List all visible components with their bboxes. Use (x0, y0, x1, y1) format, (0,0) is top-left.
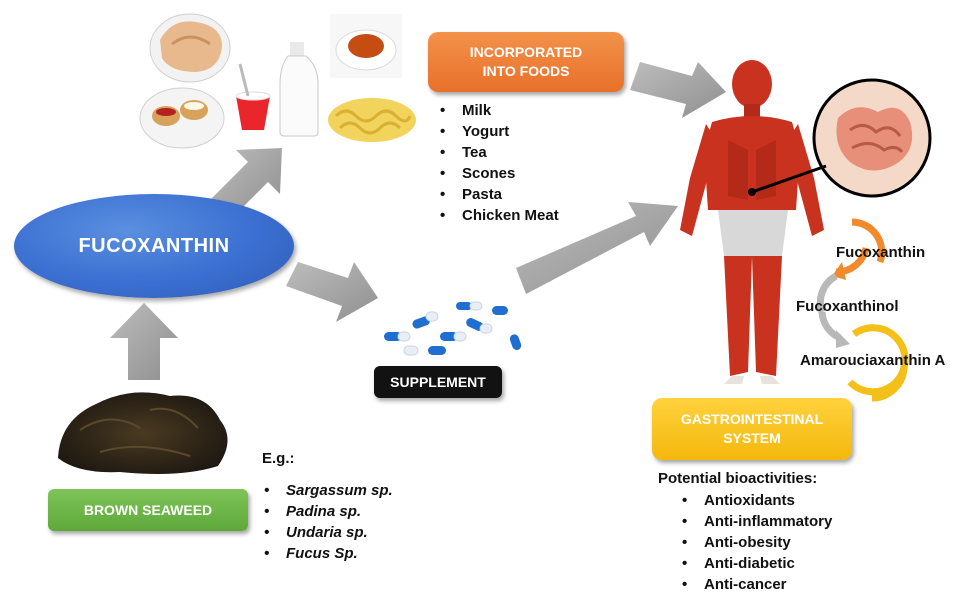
list-item: Fucus Sp. (260, 543, 393, 564)
bioactivities-list: Antioxidants Anti-inflammatory Anti-obes… (678, 490, 832, 595)
list-item: Undaria sp. (260, 522, 393, 543)
list-item: Padina sp. (260, 501, 393, 522)
supplement-label: SUPPLEMENT (390, 374, 486, 390)
metabolite-amarouciaxanthin-a: Amarouciaxanthin A (800, 352, 946, 369)
list-item: Sargassum sp. (260, 480, 393, 501)
human-body-illustration (680, 60, 824, 384)
foods-box-line2: INTO FOODS (482, 63, 570, 79)
foods-list: Milk Yogurt Tea Scones Pasta Chicken Mea… (436, 100, 559, 226)
tea-cup-illustration (330, 14, 402, 78)
fucoxanthin-label: FUCOXANTHIN (78, 234, 230, 257)
supplement-box: SUPPLEMENT (374, 366, 502, 398)
list-item: Anti-diabetic (678, 553, 832, 574)
fucoxanthin-node: FUCOXANTHIN (14, 194, 294, 298)
list-item: Milk (436, 100, 559, 121)
incorporated-into-foods-box: INCORPORATED INTO FOODS (428, 32, 624, 92)
bioactivities-heading: Potential bioactivities: (658, 470, 818, 487)
gi-box-line2: SYSTEM (723, 430, 781, 446)
intestines-inset (748, 78, 932, 198)
arrow-fucoxanthin-to-foods (210, 148, 282, 218)
list-item: Scones (436, 163, 559, 184)
yogurt-illustration (235, 63, 271, 130)
list-item: Chicken Meat (436, 205, 559, 226)
list-item: Anti-inflammatory (678, 511, 832, 532)
list-item: Yogurt (436, 121, 559, 142)
foods-box-line1: INCORPORATED (469, 44, 583, 60)
arrow-fucoxanthin-to-supplement (286, 262, 378, 322)
list-item: Tea (436, 142, 559, 163)
pasta-illustration (328, 98, 416, 142)
eg-label: E.g.: (262, 450, 295, 467)
scones-illustration (139, 87, 225, 149)
brown-seaweed-label: BROWN SEAWEED (83, 502, 213, 518)
gastrointestinal-system-box: GASTROINTESTINAL SYSTEM (652, 398, 852, 460)
arrow-supplement-to-body (516, 202, 678, 294)
milk-bottle-illustration (279, 42, 319, 137)
gi-box-line1: GASTROINTESTINAL (680, 411, 824, 427)
metabolite-fucoxanthinol: Fucoxanthinol (796, 298, 899, 315)
list-item: Pasta (436, 184, 559, 205)
seaweed-illustration (58, 392, 228, 474)
list-item: Anti-obesity (678, 532, 832, 553)
capsules-illustration (384, 301, 522, 356)
seaweed-species-list: Sargassum sp. Padina sp. Undaria sp. Fuc… (260, 480, 393, 564)
chicken-meat-illustration (149, 13, 231, 83)
arrow-seaweed-to-fucoxanthin (110, 303, 178, 380)
brown-seaweed-box: BROWN SEAWEED (48, 489, 248, 531)
arrow-foods-to-body (630, 62, 726, 118)
metabolism-cycle-arrows (816, 218, 909, 402)
list-item: Antioxidants (678, 490, 832, 511)
metabolite-fucoxanthin: Fucoxanthin (836, 244, 926, 261)
list-item: Anti-cancer (678, 574, 832, 595)
